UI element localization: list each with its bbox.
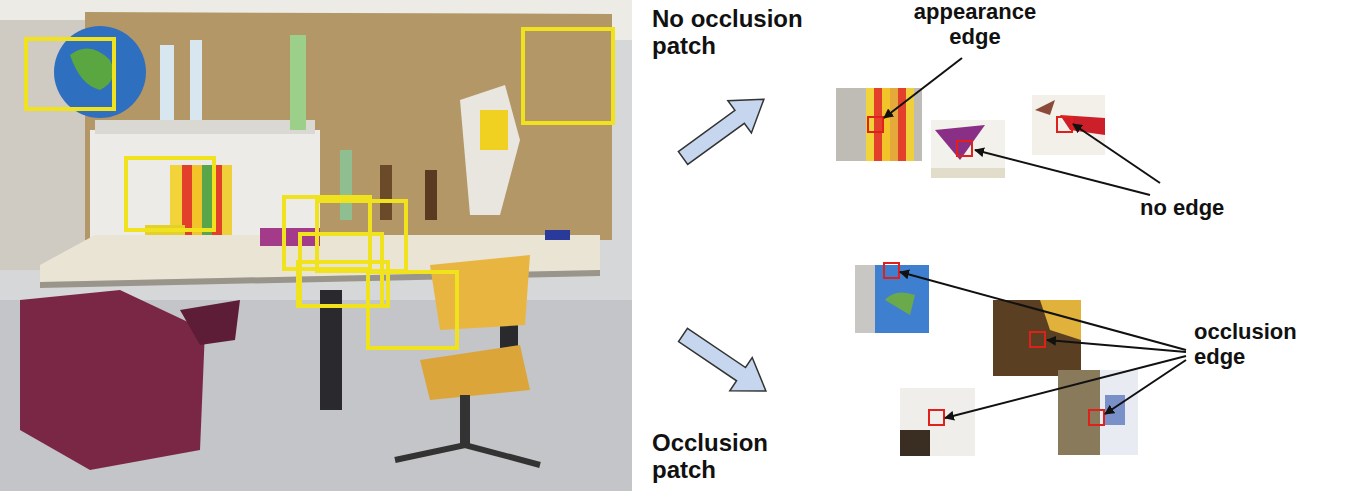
section-heading: Occlusion patch bbox=[652, 430, 802, 484]
callout-label: occlusion edge bbox=[1194, 320, 1334, 369]
callout-label: no edge bbox=[1140, 196, 1280, 221]
callout-label: appearance edge bbox=[900, 0, 1050, 49]
photo bbox=[0, 0, 632, 491]
section-heading: No occlusion patch bbox=[652, 6, 827, 60]
patches bbox=[836, 88, 1138, 456]
block-arrows bbox=[671, 83, 777, 407]
leader-lines bbox=[884, 58, 1186, 418]
